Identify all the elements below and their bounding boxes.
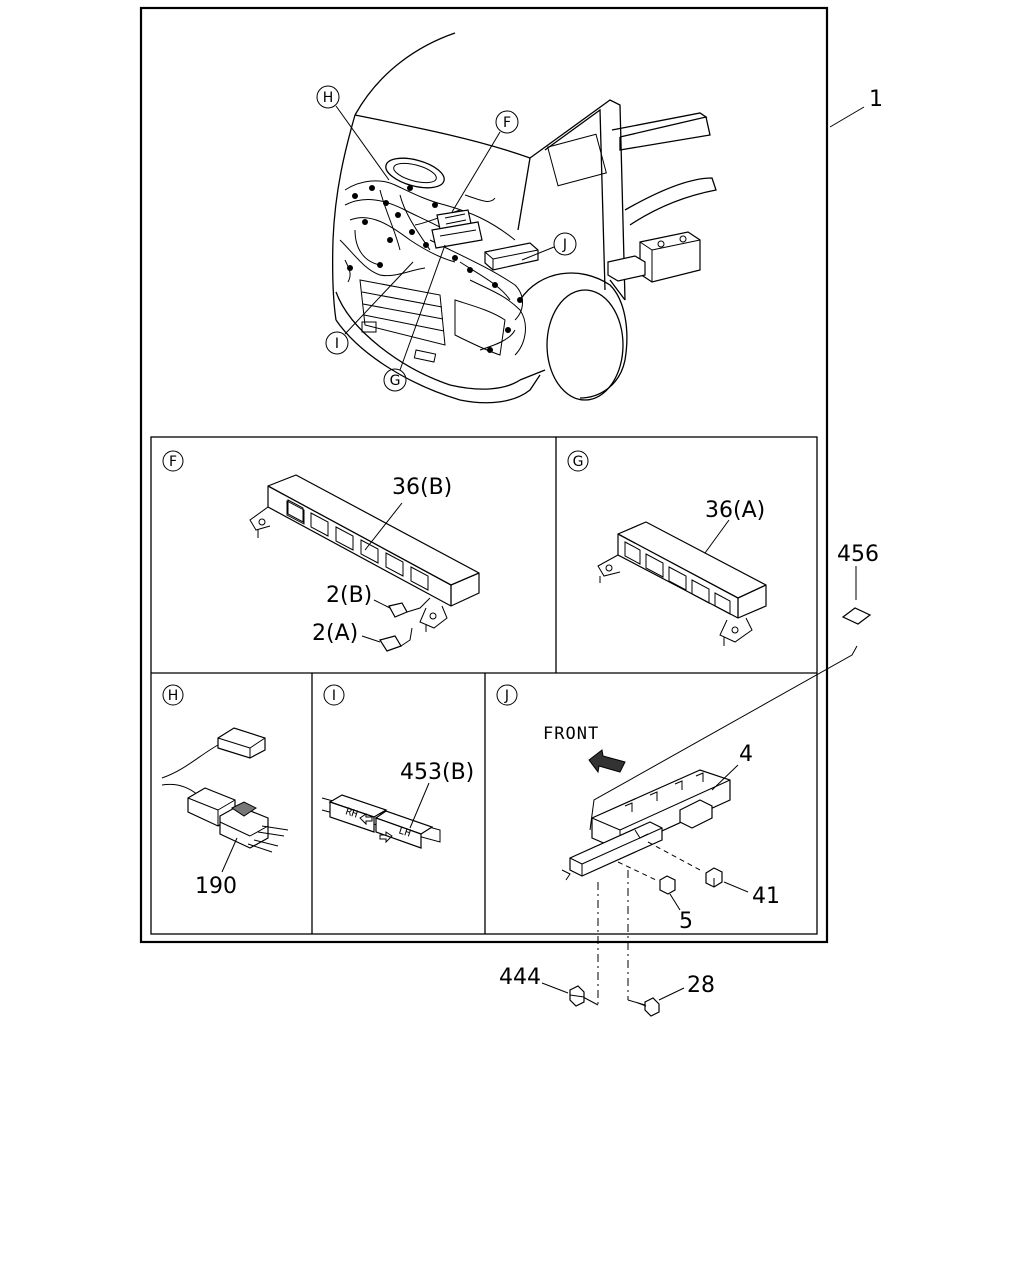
view-marker-g-label: G bbox=[390, 373, 401, 389]
tag-453b: RH LH bbox=[321, 794, 441, 849]
screw-28 bbox=[637, 987, 685, 1017]
push-rivet-444 bbox=[541, 982, 585, 1007]
truck-illustration bbox=[331, 32, 717, 404]
tag-lh: LH bbox=[397, 825, 412, 839]
tag-rh: RH bbox=[344, 806, 359, 820]
panel-j: J FRONT 4 41 bbox=[496, 684, 780, 934]
outer-frame bbox=[139, 6, 829, 944]
view-marker-i: I bbox=[325, 261, 414, 355]
view-marker-h-label: H bbox=[323, 90, 334, 106]
callout-444: 444 bbox=[499, 965, 541, 990]
callout-5: 5 bbox=[679, 909, 693, 934]
view-marker-g: G bbox=[383, 244, 446, 392]
fuse-block-36a bbox=[597, 521, 767, 646]
view-marker-j: J bbox=[521, 232, 577, 261]
connector-190 bbox=[161, 727, 289, 853]
callout-28: 28 bbox=[687, 973, 715, 998]
callout-456: 456 bbox=[837, 542, 879, 567]
panel-f-label: F bbox=[169, 454, 177, 470]
panel-h-label: H bbox=[168, 688, 179, 704]
panel-g-label: G bbox=[573, 454, 584, 470]
view-marker-f: F bbox=[451, 110, 519, 213]
fuse-block-36b bbox=[249, 474, 480, 632]
clip-41 bbox=[647, 841, 723, 888]
callout-36b: 36(B) bbox=[392, 475, 452, 500]
view-marker-f-label: F bbox=[503, 115, 511, 131]
panel-f: F 36(B) 2(B) bbox=[162, 450, 480, 652]
view-marker-j-label: J bbox=[562, 237, 567, 253]
callout-453b: 453(B) bbox=[400, 760, 474, 785]
part-456: 456 bbox=[589, 542, 879, 831]
callout-2a: 2(A) bbox=[312, 621, 358, 646]
sub-panel-frames bbox=[150, 436, 818, 935]
front-label: FRONT bbox=[543, 724, 599, 744]
view-marker-h: H bbox=[316, 85, 390, 181]
panel-j-label: J bbox=[504, 688, 509, 704]
clip-5 bbox=[617, 861, 676, 895]
relay-box-4 bbox=[561, 769, 731, 881]
callout-4: 4 bbox=[739, 742, 753, 767]
view-marker-i-label: I bbox=[335, 336, 339, 352]
callout-190: 190 bbox=[195, 874, 237, 899]
panel-h: H 190 bbox=[161, 684, 289, 899]
front-arrow-icon bbox=[588, 749, 626, 774]
callout-2b: 2(B) bbox=[326, 583, 372, 608]
callout-41: 41 bbox=[752, 884, 780, 909]
fuse-2a bbox=[379, 627, 413, 652]
fastener-leaders bbox=[582, 870, 646, 1006]
panel-i: I RH LH 453(B) bbox=[321, 684, 474, 849]
panel-g: G 36(A) bbox=[567, 450, 767, 646]
fuse-2b bbox=[388, 597, 431, 618]
panel-i-label: I bbox=[332, 688, 336, 704]
callout-36a: 36(A) bbox=[705, 498, 765, 523]
callout-1: 1 bbox=[869, 87, 883, 112]
